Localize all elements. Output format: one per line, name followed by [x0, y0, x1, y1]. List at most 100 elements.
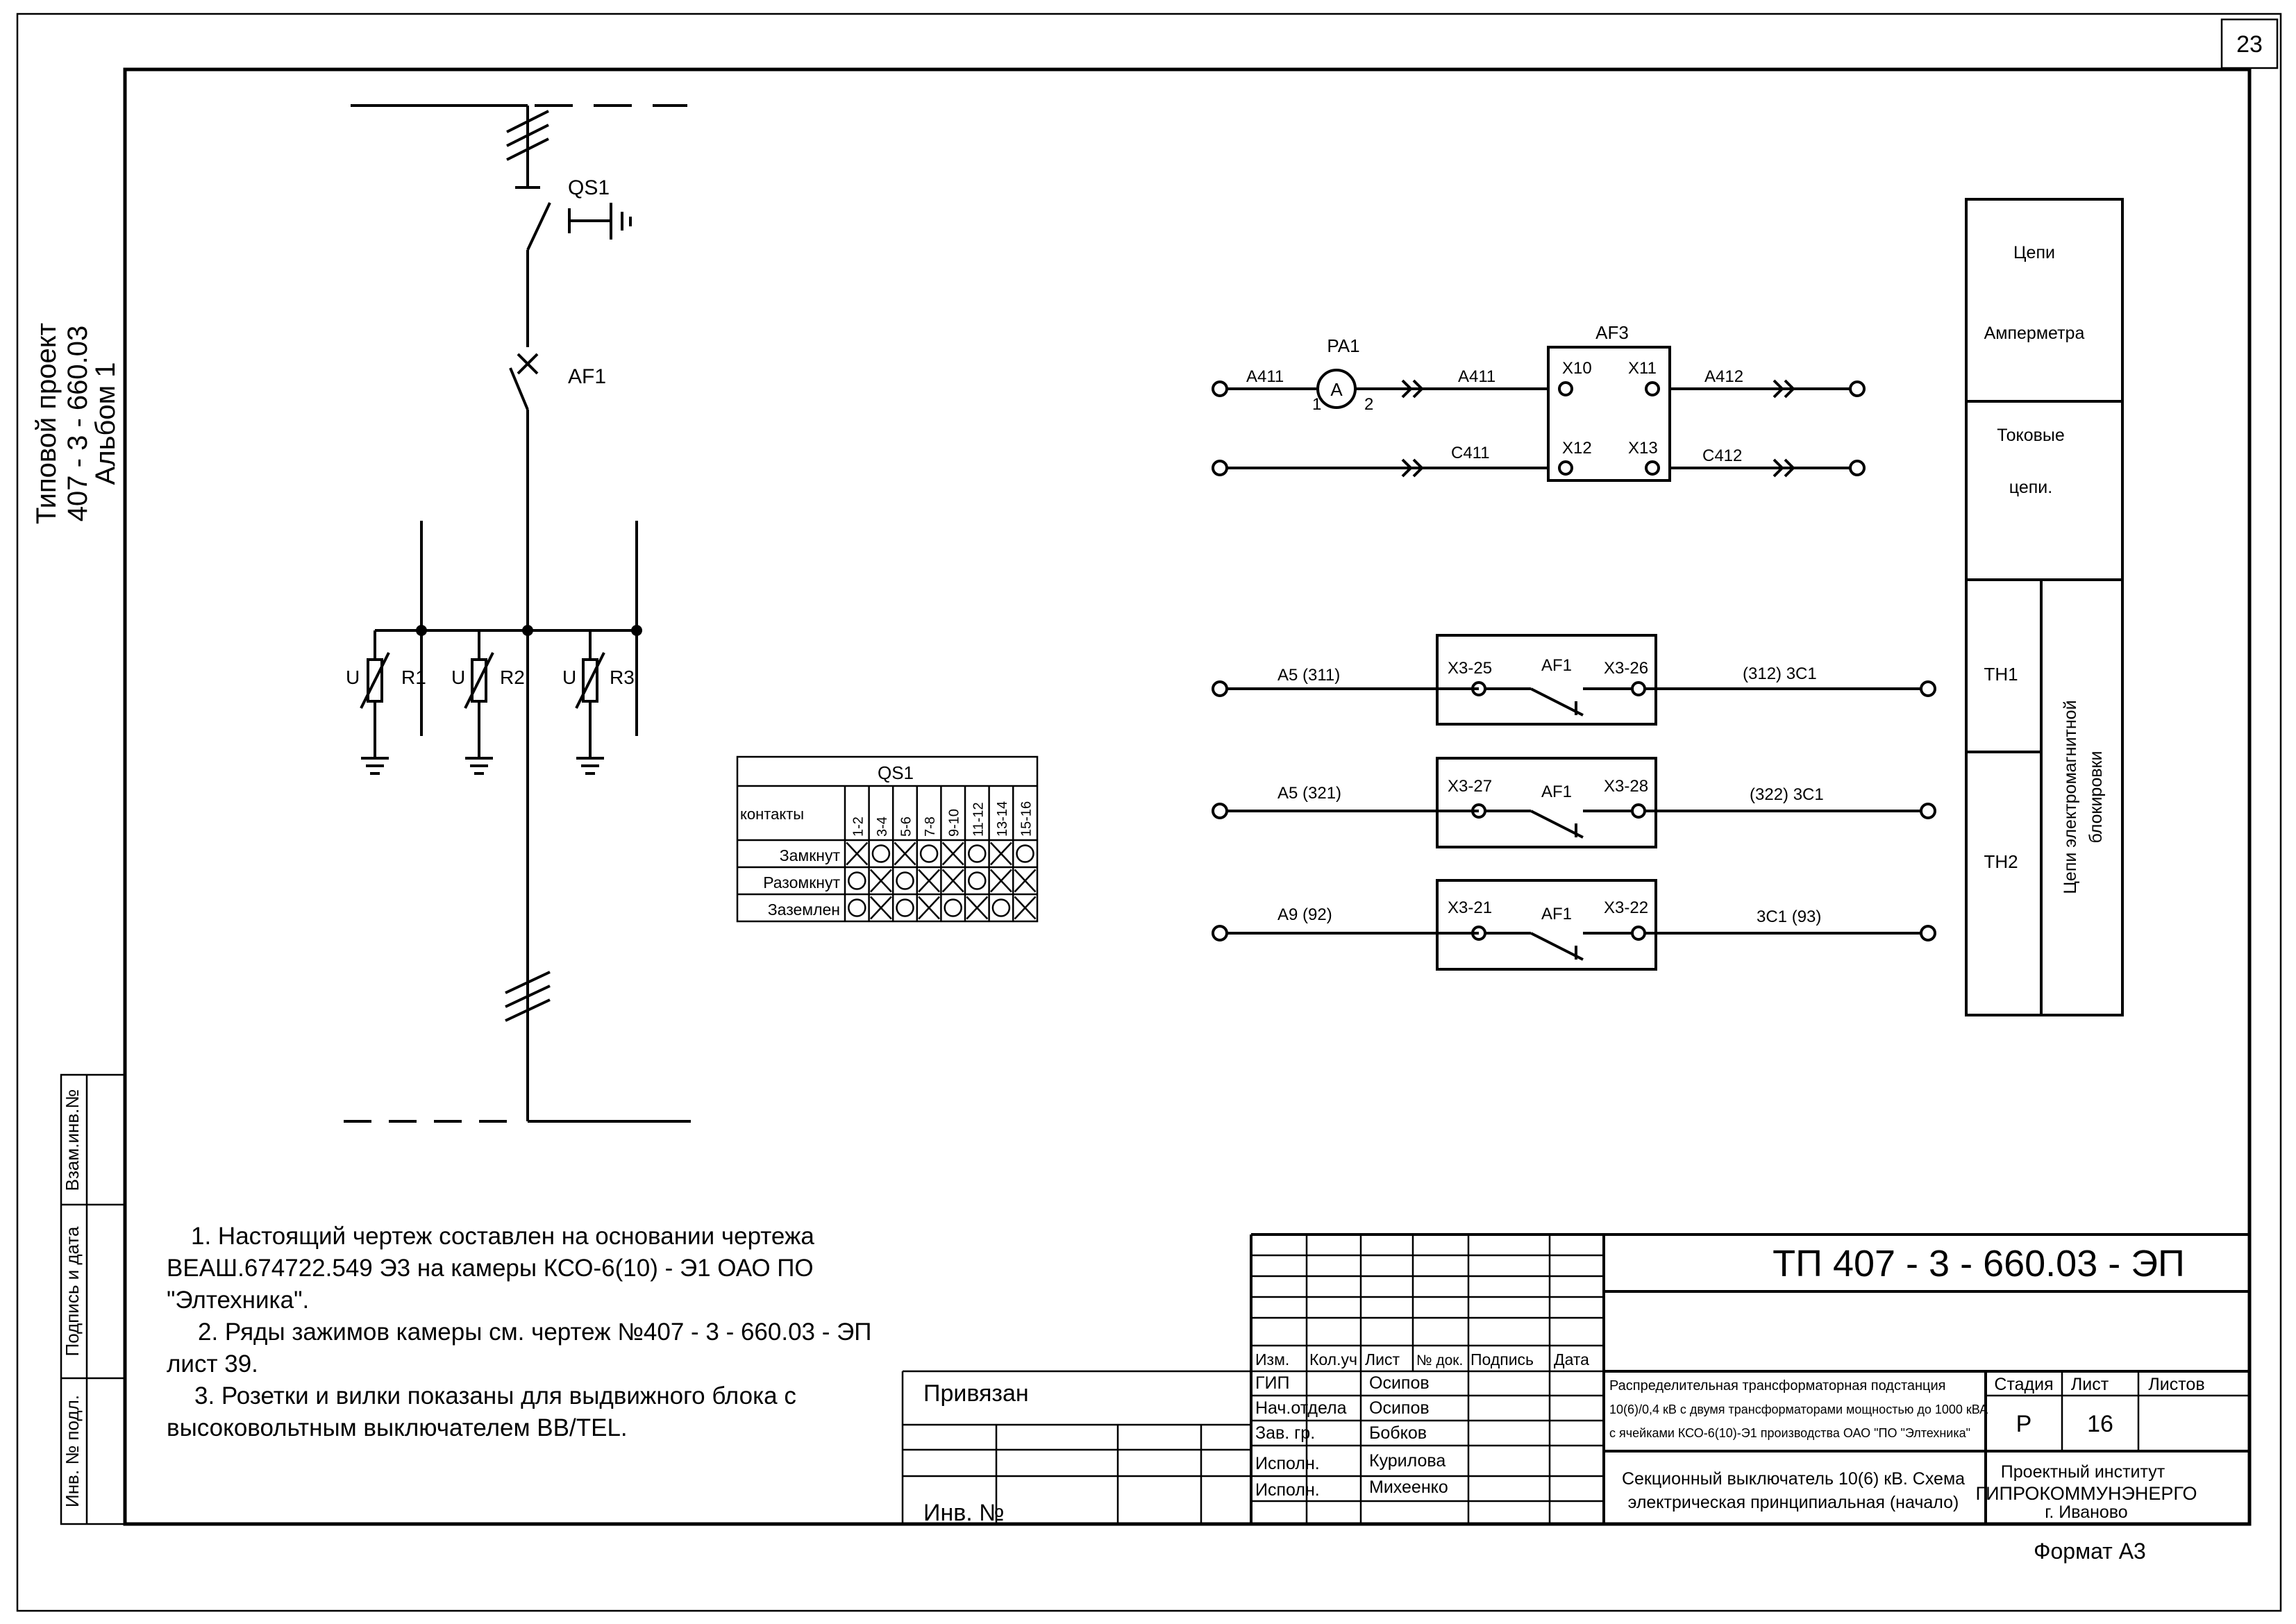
contact-open-mark — [991, 898, 1011, 917]
r3-u-label: U — [562, 667, 576, 688]
drawing-notes: 1. Настоящий чертеж составлен на основан… — [167, 1223, 871, 1441]
qs1-label: QS1 — [568, 176, 610, 199]
af3-block — [1547, 346, 1671, 482]
sheets-label: Листов — [2148, 1375, 2204, 1394]
note-line-1: 1. Настоящий чертеж составлен на основан… — [191, 1223, 814, 1250]
block1-terminal-1: X3-25 — [1448, 659, 1492, 678]
surge-arrester-r1: U R1 — [346, 629, 426, 775]
contact-closed-mark — [989, 869, 1012, 893]
blocking-circuit-1: A5 (311) X3-25 AF1 X3-26 (312) 3C1 — [1212, 634, 1936, 726]
col-podpis-data: Подпись и дата — [62, 1226, 83, 1357]
contact-open-mark — [871, 844, 891, 863]
stage-label: Стадия — [1994, 1375, 2053, 1394]
legend-th2: TH2 — [1984, 851, 2018, 872]
wire-c411: C411 — [1451, 444, 1490, 462]
tb-name-1: Осипов — [1369, 1373, 1430, 1393]
qs1-table-column-header: 11-12 — [971, 802, 986, 837]
surge-arrester-r2: U R2 — [451, 629, 528, 775]
contact-open-mark — [968, 844, 987, 863]
contact-open-mark — [944, 898, 962, 917]
sheet-title-1: Секционный выключатель 10(6) кВ. Схема — [1622, 1469, 1965, 1489]
contact-closed-mark — [846, 842, 869, 866]
contact-closed-mark — [1014, 869, 1037, 893]
contact-closed-mark — [941, 842, 964, 866]
blocking-circuit-3: A9 (92) X3-21 AF1 X3-22 3C1 (93) — [1212, 879, 1936, 971]
tb-head-data: Дата — [1554, 1350, 1589, 1368]
block1-relay: AF1 — [1541, 656, 1572, 675]
tb-name-4: Курилова — [1369, 1451, 1446, 1471]
qs1-row-label-closed: Замкнут — [780, 846, 841, 864]
qs1-table-column-header: 5-6 — [899, 817, 914, 837]
side-stamp-line-2: 407 - 3 - 660.03 — [62, 326, 93, 521]
block2-left-wire: A5 (321) — [1277, 784, 1341, 803]
tb-name-2: Осипов — [1369, 1398, 1430, 1418]
object-line-2: 10(6)/0,4 кВ с двумя трансформаторами мо… — [1609, 1403, 1988, 1416]
contact-open-mark — [848, 871, 866, 890]
contact-open-mark — [968, 871, 987, 890]
wire-a411-left: A411 — [1246, 367, 1284, 386]
legend-ammeter-1: Цепи — [2013, 243, 2055, 262]
block2-relay: AF1 — [1541, 782, 1572, 801]
title-block: Изм. Кол.уч Лист № док. Подпись Дата ГИП… — [901, 1233, 2249, 1526]
block2-terminal-2: X3-28 — [1604, 777, 1648, 796]
legend-current-1: Токовые — [1997, 426, 2065, 445]
qs1-table-column-header: 15-16 — [1019, 801, 1034, 837]
ammeter-symbol: A — [1330, 379, 1343, 400]
contact-open-mark — [919, 844, 939, 863]
tb-role-ispoln-2: Исполн. — [1255, 1480, 1320, 1500]
qs1-table-column-header: 9-10 — [947, 809, 962, 837]
note-line-2: ВЕАШ.674722.549 Э3 на камеры КСО-6(10) -… — [167, 1255, 814, 1282]
legend-blocking-1: Цепи электромагнитной — [2061, 700, 2080, 894]
qs1-table-column-header: 13-14 — [995, 801, 1010, 837]
block3-right-wire: 3C1 (93) — [1757, 907, 1821, 926]
side-stamp-line-1: Типовой проект — [31, 323, 62, 524]
tb-head-izm: Изм. — [1255, 1350, 1289, 1368]
institute-line-1: Проектный институт — [2001, 1462, 2165, 1482]
surge-arrester-r3: U R3 — [562, 629, 637, 775]
contact-closed-mark — [918, 869, 941, 893]
legend-current-2: цепи. — [2009, 478, 2052, 497]
privyazan-label: Привязан — [923, 1380, 1029, 1407]
qs1-table-column-header: 1-2 — [850, 817, 866, 837]
block1-terminal-2: X3-26 — [1604, 659, 1648, 678]
qs1-table-header: контакты — [740, 805, 804, 823]
contact-closed-mark — [918, 896, 941, 920]
qs1-row-label-grounded: Заземлен — [768, 901, 840, 919]
af1-label: AF1 — [568, 365, 606, 388]
busbar-slashes-bottom — [505, 971, 551, 1022]
busbar-slashes-top — [506, 110, 549, 161]
tb-head-podpis: Подпись — [1470, 1350, 1534, 1368]
sheet-title-2: электрическая принципиальная (начало) — [1628, 1493, 1959, 1512]
format-label: Формат А3 — [2034, 1539, 2146, 1564]
qs1-row-label-open: Разомкнут — [763, 873, 840, 891]
block3-relay: AF1 — [1541, 905, 1572, 923]
contact-closed-mark — [869, 896, 892, 920]
qs1-table-column-header: 3-4 — [875, 817, 890, 837]
tb-head-dok: № док. — [1416, 1353, 1463, 1368]
r1-u-label: U — [346, 667, 360, 688]
wire-a412: A412 — [1704, 367, 1743, 386]
page-number: 23 — [2236, 31, 2263, 58]
stage-value: Р — [2016, 1411, 2032, 1437]
af1-breaker: AF1 — [509, 353, 606, 1121]
note-line-4: 2. Ряды зажимов камеры см. чертеж №407 -… — [198, 1319, 871, 1346]
pa1-pin1: 1 — [1312, 395, 1321, 414]
qs1-table-col-lines — [868, 786, 1014, 921]
contact-closed-mark — [869, 869, 892, 893]
contact-closed-mark — [894, 842, 916, 866]
sheet-frame: 23 — [16, 12, 2282, 1612]
qs1-table-title: QS1 — [878, 762, 914, 783]
r3-label: R3 — [610, 667, 635, 688]
contact-closed-mark — [966, 896, 989, 920]
note-line-5: лист 39. — [167, 1350, 258, 1378]
block1-left-wire: A5 (311) — [1277, 666, 1340, 685]
contact-open-mark — [848, 898, 866, 917]
contact-closed-mark — [989, 842, 1012, 866]
legend-ammeter-2: Амперметра — [1984, 324, 2085, 343]
pa1-label: PA1 — [1327, 335, 1359, 356]
contact-open-mark — [1016, 844, 1034, 863]
object-line-3: с ячейками КСО-6(10)-Э1 производства ОАО… — [1609, 1426, 1970, 1440]
legend-blocking-2: блокировки — [2086, 751, 2106, 844]
sheet-label: Лист — [2071, 1375, 2109, 1394]
